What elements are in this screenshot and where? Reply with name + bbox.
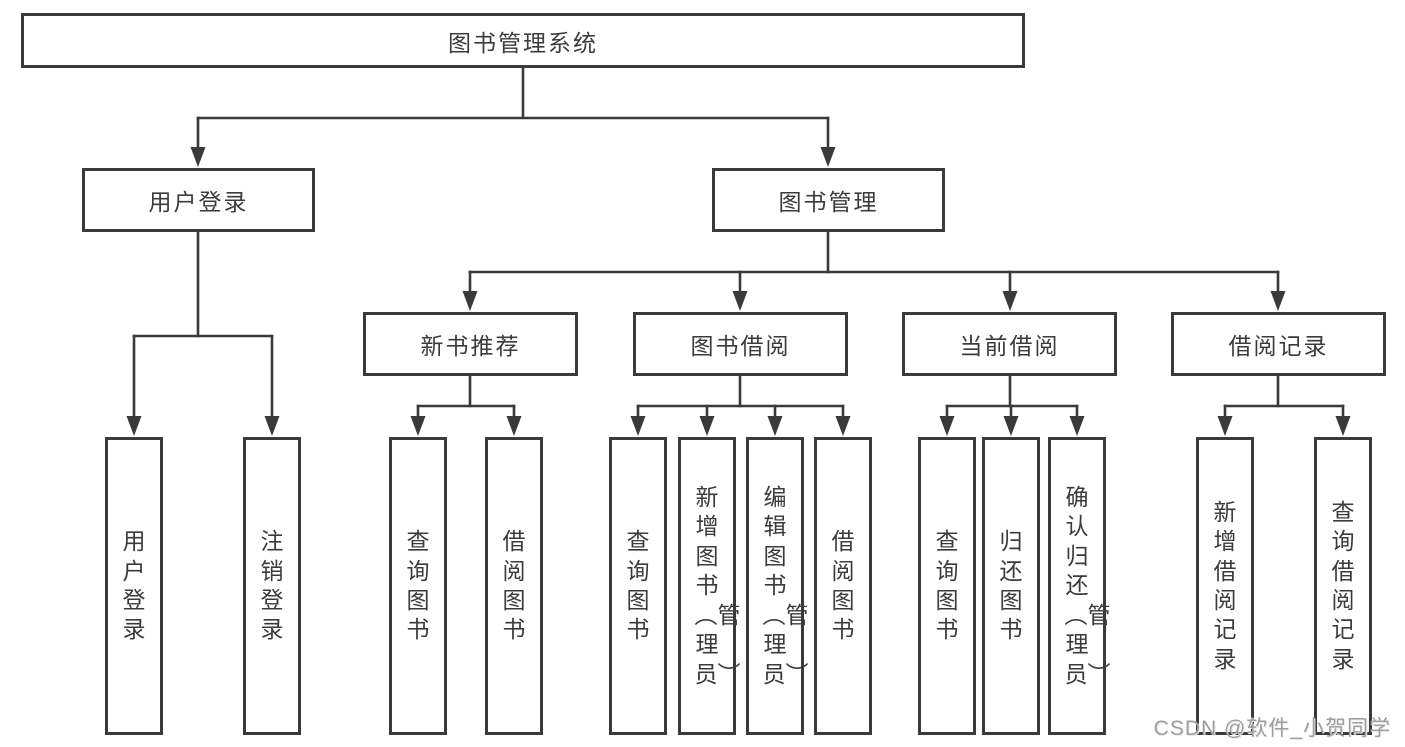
node-label: 用户登录 — [148, 189, 249, 215]
node-label: 新增图书︵管理员︶ — [694, 483, 741, 687]
leaf-bb-query-books: 查询图书 — [609, 437, 667, 735]
node-label: 查询图书 — [626, 528, 650, 643]
node-book-management: 图书管理 — [712, 168, 945, 232]
node-borrow-records: 借阅记录 — [1171, 312, 1386, 376]
leaf-bb-add-books-admin: 新增图书︵管理员︶ — [678, 437, 741, 735]
leaf-nb-borrow-books: 借阅图书 — [485, 437, 543, 735]
node-label: 新增借阅记录 — [1213, 498, 1237, 672]
leaf-cb-return-books: 归还图书 — [982, 437, 1040, 735]
node-label: 归还图书 — [999, 528, 1023, 643]
node-user-login: 用户登录 — [82, 168, 315, 232]
node-label: 借阅图书 — [502, 528, 526, 643]
leaf-br-add-record: 新增借阅记录 — [1196, 437, 1254, 735]
leaf-cb-query-books: 查询图书 — [918, 437, 976, 735]
node-book-borrow: 图书借阅 — [633, 312, 848, 376]
leaf-user-login: 用户登录 — [105, 437, 163, 735]
node-label: 查询图书 — [406, 528, 430, 643]
node-label: 查询借阅记录 — [1331, 498, 1355, 672]
node-label: 新书推荐 — [420, 333, 521, 359]
node-label: 图书借阅 — [690, 333, 791, 359]
node-root-system: 图书管理系统 — [21, 13, 1025, 68]
node-label: 用户登录 — [122, 528, 146, 643]
node-label: 图书管理 — [778, 189, 879, 215]
leaf-logout: 注销登录 — [243, 437, 301, 735]
node-label: 当前借阅 — [959, 333, 1060, 359]
leaf-nb-query-books: 查询图书 — [389, 437, 447, 735]
node-new-book-recommend: 新书推荐 — [363, 312, 578, 376]
node-label: 借阅图书 — [831, 528, 855, 643]
csdn-watermark: CSDN @软件_小贺同学 — [1153, 717, 1391, 740]
node-label: 确认归还︵管理员︶ — [1064, 483, 1111, 687]
node-current-borrow: 当前借阅 — [902, 312, 1117, 376]
node-label: 编辑图书︵管理员︶ — [762, 483, 809, 687]
node-label: 图书管理系统 — [448, 29, 598, 56]
node-label: 借阅记录 — [1228, 333, 1329, 359]
leaf-cb-confirm-return-admin: 确认归还︵管理员︶ — [1048, 437, 1111, 735]
leaf-bb-edit-books-admin: 编辑图书︵管理员︶ — [746, 437, 809, 735]
node-label: 注销登录 — [260, 528, 284, 643]
leaf-br-query-record: 查询借阅记录 — [1314, 437, 1372, 735]
node-label: 查询图书 — [935, 528, 959, 643]
leaf-bb-borrow-books: 借阅图书 — [814, 437, 872, 735]
